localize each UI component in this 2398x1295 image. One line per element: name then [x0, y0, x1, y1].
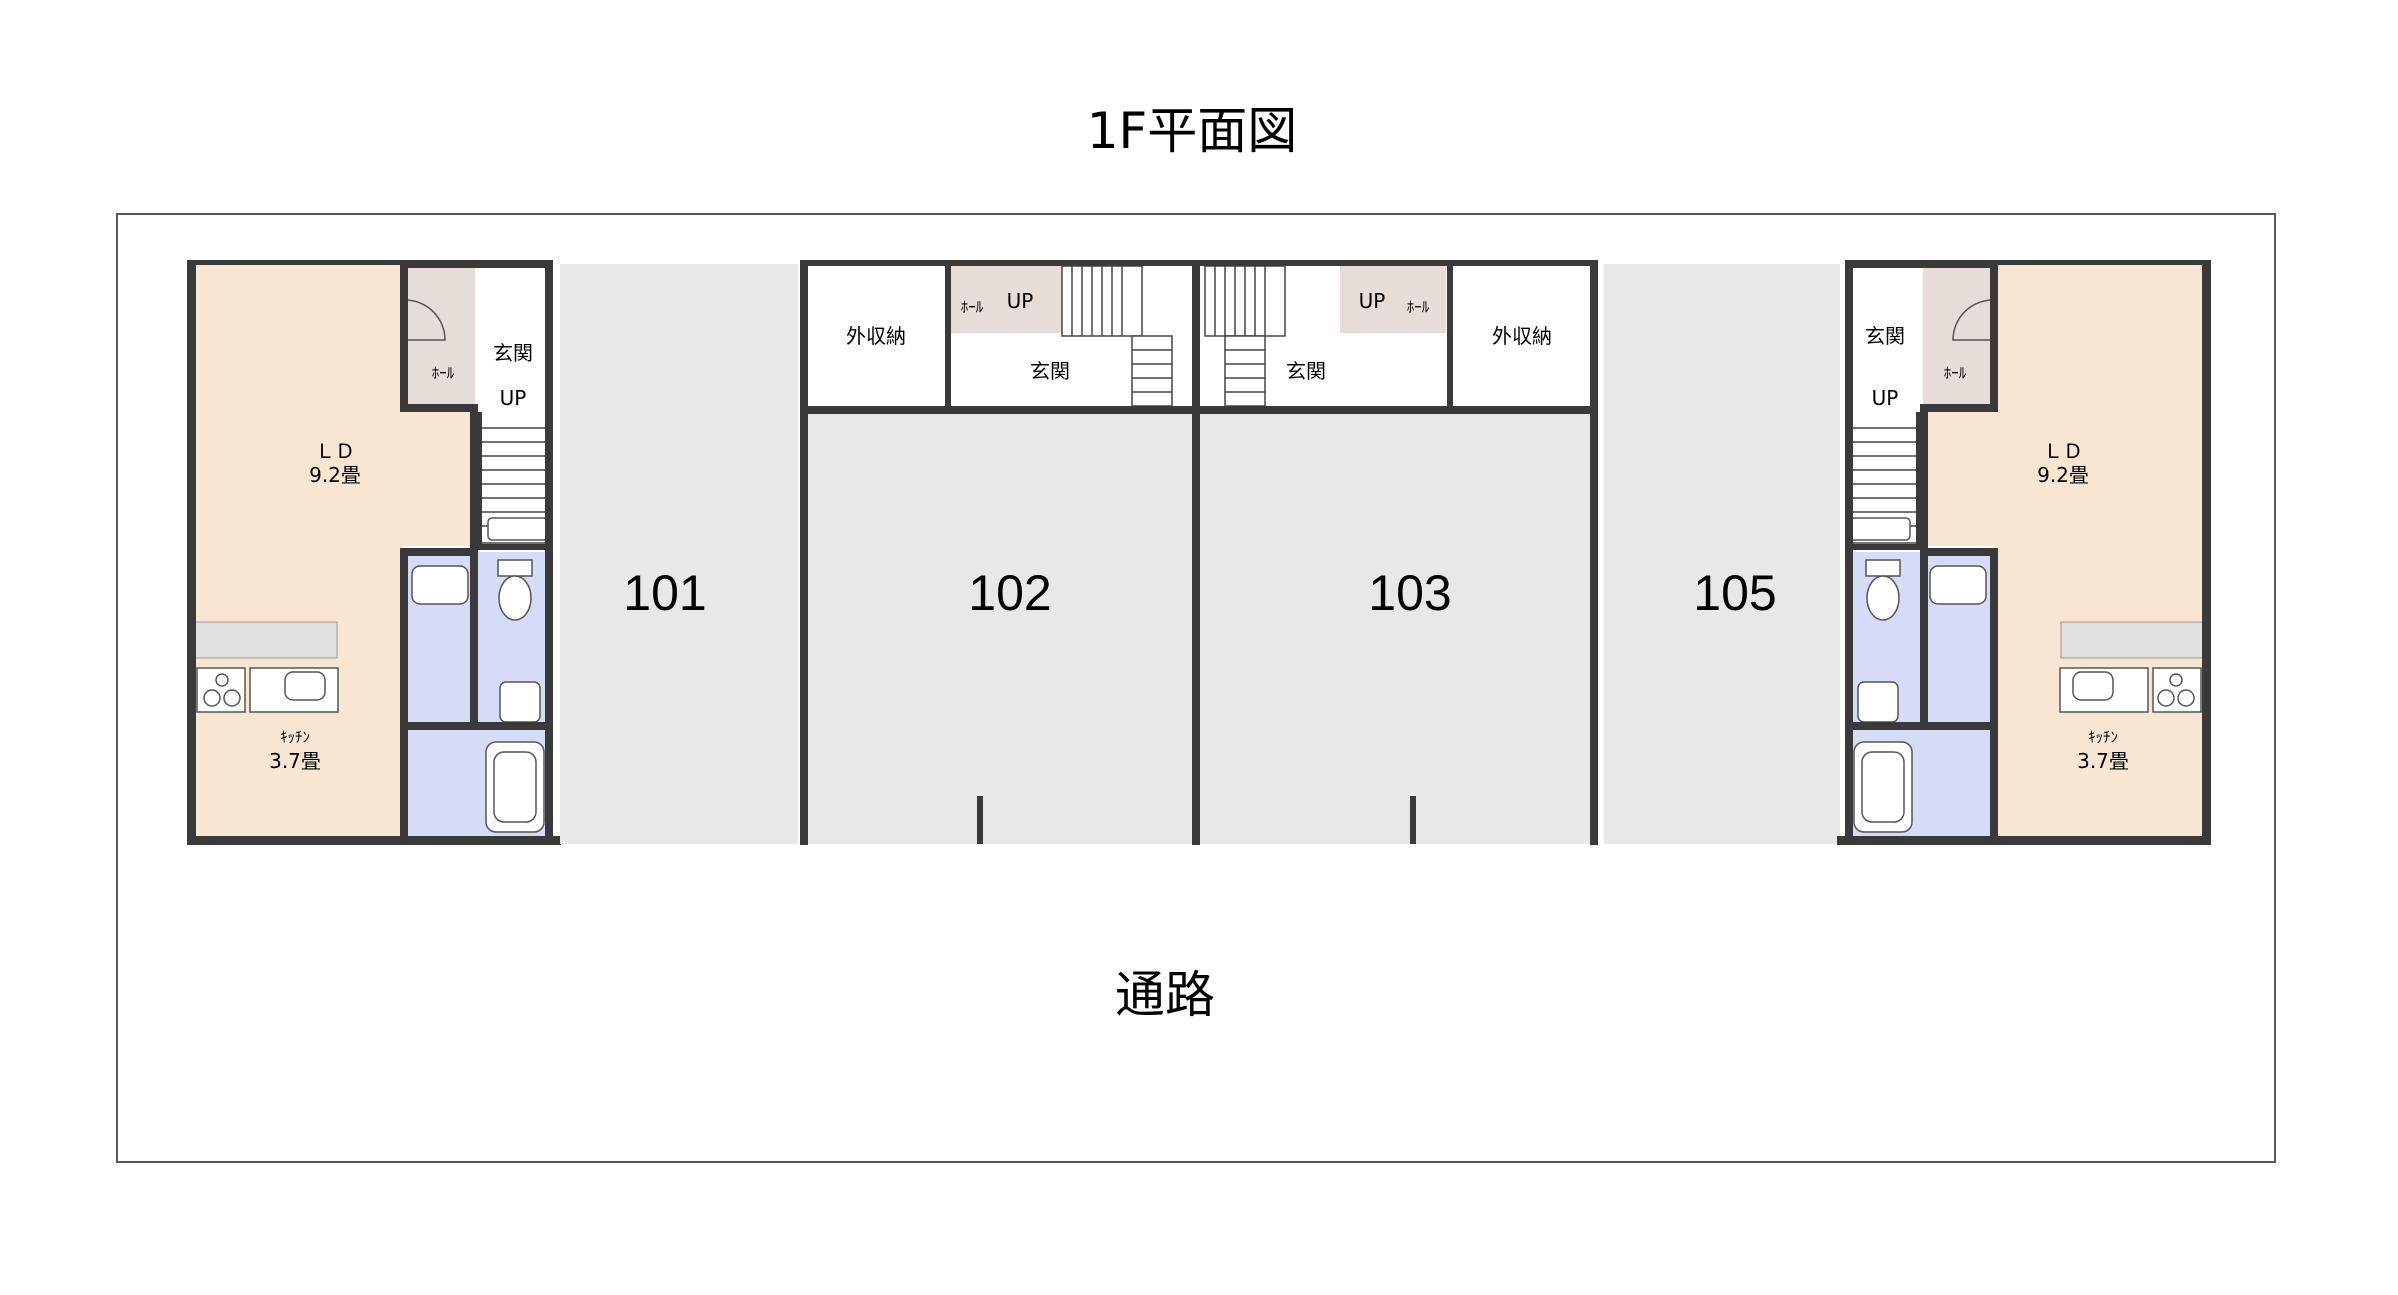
unit-105-kitchen-size: 3.7畳: [2077, 749, 2129, 773]
unit-102-storage-label: 外収納: [846, 324, 906, 348]
unit-102-hall-label: ﾎｰﾙ: [961, 298, 984, 316]
unit-101-entrance-floor: [477, 264, 552, 414]
unit-103-storage-label: 外収納: [1492, 324, 1552, 348]
unit-103-up-label: UP: [1359, 289, 1386, 313]
unit-103-number: 103: [1368, 565, 1451, 621]
unit-101-kitchen-size: 3.7畳: [269, 749, 321, 773]
unit-101-counter: [194, 621, 338, 659]
page-title: 1F平面図: [1087, 102, 1298, 160]
unit-105-hall-label: ﾎｰﾙ: [1944, 364, 1967, 382]
unit-103-entrance-label: 玄関: [1286, 359, 1326, 383]
unit-105-number: 105: [1693, 565, 1776, 621]
unit-101-fixtures: [411, 517, 549, 833]
unit-105-counter: [2060, 621, 2204, 659]
unit-102-number: 102: [968, 565, 1051, 621]
unit-101-stove: [196, 667, 339, 713]
unit-105-hall-floor: [1923, 264, 1993, 404]
unit-105-ld-label: ＬＤ: [2043, 439, 2083, 463]
unit-102-hall-floor: [951, 265, 1017, 333]
unit-105-entrance-label: 玄関: [1865, 324, 1905, 348]
unit-101-floor: [560, 264, 798, 844]
unit-103-floor: [1200, 412, 1592, 844]
road-label: 通路: [1115, 966, 1215, 1024]
unit-103: UP ﾎｰﾙ 玄関 外収納 103: [1200, 260, 1598, 845]
unit-101-hall-label: ﾎｰﾙ: [432, 364, 455, 382]
unit-102-floor: [806, 412, 1198, 844]
unit-105-ld-size: 9.2畳: [2037, 463, 2089, 487]
unit-102: 外収納 ﾎｰﾙ UP 玄関 102: [800, 260, 1200, 845]
unit-103-hall-label: ﾎｰﾙ: [1407, 298, 1430, 316]
unit-102-entrance-floor: [951, 338, 1129, 406]
unit-103-upzone: [1340, 265, 1384, 333]
unit-105-floor: [1604, 264, 1840, 844]
unit-103-entrance-floor: [1270, 338, 1446, 406]
unit-102-walls: [800, 260, 1200, 845]
unit-102-upzone: [1017, 265, 1062, 333]
unit-101-walls: [187, 260, 561, 845]
unit-101-hall-floor: [405, 264, 475, 404]
unit-105-door-swing: [1952, 299, 1994, 341]
unit-101: ＬＤ 9.2畳 ｷｯﾁﾝ 3.7畳 ﾎｰﾙ 玄関 UP: [187, 260, 561, 845]
unit-102-storage: [807, 265, 945, 406]
unit-101-kitchen-label: ｷｯﾁﾝ: [280, 728, 310, 746]
unit-102-up-label: UP: [1007, 289, 1034, 313]
unit-101-door-swing: [404, 299, 446, 341]
unit-105: ＬＤ 9.2畳 ｷｯﾁﾝ 3.7畳 ﾎｰﾙ 玄関 UP: [1837, 260, 2211, 845]
unit-101-up-label: UP: [500, 386, 527, 410]
unit-101-ld-size: 9.2畳: [309, 463, 361, 487]
unit-105-stove: [2059, 667, 2202, 713]
unit-101-entrance-label: 玄関: [493, 341, 533, 365]
unit-103-walls: [1200, 260, 1598, 845]
unit-105-entrance-floor: [1846, 264, 1921, 414]
unit-105-up-label: UP: [1872, 386, 1899, 410]
unit-101-number: 101: [623, 565, 706, 621]
unit-105-walls: [1837, 260, 2211, 845]
unit-105-fixtures: [1849, 517, 1987, 833]
unit-102-entrance-label: 玄関: [1030, 359, 1070, 383]
unit-101-ld-label: ＬＤ: [315, 439, 355, 463]
unit-105-kitchen-label: ｷｯﾁﾝ: [2088, 728, 2118, 746]
unit-103-storage: [1452, 265, 1590, 406]
unit-103-hall-floor: [1384, 265, 1446, 333]
unit-103-stairs: [1204, 265, 1286, 407]
